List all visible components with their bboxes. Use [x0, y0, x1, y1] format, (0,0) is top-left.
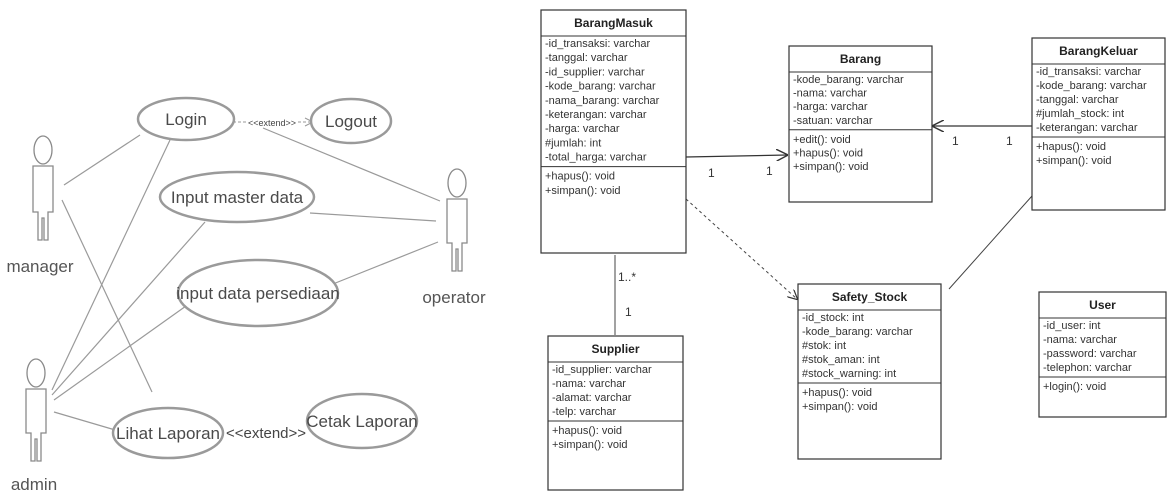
class-barangmasuk-attribute: -keterangan: varchar: [545, 109, 647, 121]
class-safetystock-box: [797, 283, 942, 460]
class-barangmasuk-attribute: -total_harga: varchar: [545, 152, 647, 164]
class-barangmasuk-attribute: -tanggal: varchar: [545, 52, 628, 64]
class-diagram: 1 1 1 1 1..* 1 BarangMasuk -id_transaksi:…: [540, 9, 1167, 491]
use-case-login: Login: [136, 96, 236, 142]
class-barang-method: +edit(): void: [793, 134, 851, 146]
actor-admin: admin: [11, 358, 57, 494]
class-supplier-name: Supplier: [591, 342, 639, 356]
actor-operator-icon: [446, 168, 468, 272]
use-case-logout: Logout: [309, 97, 393, 145]
class-safetystock-method: +hapus(): void: [802, 387, 872, 399]
extend-logout-arrow: <<extend>>: [233, 117, 315, 130]
class-supplier-attribute: -nama: varchar: [552, 378, 626, 390]
class-barangmasuk-attribute: -kode_barang: varchar: [545, 81, 656, 93]
use-case-input-data-persediaan: input data persediaan: [176, 258, 340, 328]
class-barangkeluar-method: +simpan(): void: [1036, 155, 1112, 167]
extend-label-small: <<extend>>: [248, 118, 296, 128]
class-safetystock: Safety_Stock -id_stock: int -kode_barang: …: [797, 283, 942, 460]
class-barangkeluar-method: +hapus(): void: [1036, 141, 1106, 153]
class-barangkeluar-attribute: #jumlah_stock: int: [1036, 108, 1124, 120]
class-barangmasuk-method: +simpan(): void: [545, 185, 621, 197]
class-barangmasuk-box: [540, 9, 687, 254]
class-barangmasuk-name: BarangMasuk: [574, 16, 653, 30]
use-case-input-data-persediaan-label: input data persediaan: [176, 284, 340, 303]
multiplicity-bm-supplier-top: 1..*: [618, 270, 636, 284]
class-barangmasuk-method: +hapus(): void: [545, 171, 615, 183]
multiplicity-bm-supplier-bottom: 1: [625, 305, 632, 319]
class-barang-attribute: -kode_barang: varchar: [793, 74, 904, 86]
class-barangkeluar-attribute: -tanggal: varchar: [1036, 94, 1119, 106]
class-boxes: BarangMasuk -id_transaksi: varchar -tangga…: [540, 9, 1167, 491]
class-barangmasuk-attribute: -nama_barang: varchar: [545, 95, 660, 107]
actor-admin-label: admin: [11, 475, 57, 494]
class-supplier-method: +hapus(): void: [552, 425, 622, 437]
use-case-login-label: Login: [165, 110, 207, 129]
class-supplier-attribute: -telp: varchar: [552, 406, 617, 418]
class-barangmasuk: BarangMasuk -id_transaksi: varchar -tangga…: [540, 9, 687, 254]
class-safetystock-attribute: #stock_warning: int: [802, 368, 896, 380]
class-safetystock-name: Safety_Stock: [832, 290, 908, 304]
class-barangkeluar-attribute: -kode_barang: varchar: [1036, 80, 1147, 92]
extend-cetak-arrow: <<extend>>: [221, 423, 308, 444]
class-barangkeluar-name: BarangKeluar: [1059, 44, 1138, 58]
extend-label-large: <<extend>>: [226, 425, 306, 442]
use-case-input-master-data: Input master data: [158, 170, 316, 224]
use-case-logout-label: Logout: [325, 112, 377, 131]
class-barangkeluar-box: [1031, 37, 1166, 211]
class-supplier-attribute: -alamat: varchar: [552, 392, 632, 404]
class-barang-method: +hapus(): void: [793, 147, 863, 159]
multiplicity-bm-barang-left: 1: [708, 166, 715, 180]
actor-manager: manager: [6, 135, 74, 276]
class-safetystock-attribute: -id_stock: int: [802, 312, 864, 324]
class-safetystock-attribute: #stok: int: [802, 340, 846, 352]
class-barangkeluar-attribute: -id_transaksi: varchar: [1036, 66, 1141, 78]
barangkeluar-safetystock-association: [948, 195, 1033, 290]
class-barangkeluar-attribute: -keterangan: varchar: [1036, 122, 1138, 134]
class-barang-name: Barang: [840, 52, 881, 66]
class-barangmasuk-attribute: #jumlah: int: [545, 137, 601, 149]
class-user-box: [1038, 291, 1167, 418]
class-supplier-method: +simpan(): void: [552, 439, 628, 451]
barangmasuk-safetystock-dependency: [685, 198, 797, 299]
class-safetystock-attribute: #stok_aman: int: [802, 354, 880, 366]
class-user-method: +login(): void: [1043, 381, 1106, 393]
class-supplier-attribute: -id_supplier: varchar: [552, 364, 652, 376]
barangmasuk-barang-association: [685, 155, 787, 157]
actor-operator-label: operator: [422, 288, 486, 307]
use-case-lihat-laporan-label: Lihat Laporan: [116, 424, 220, 443]
multiplicity-bk-barang-right: 1: [1006, 134, 1013, 148]
class-supplier: Supplier -id_supplier: varchar -nama: varc…: [547, 335, 684, 491]
multiplicity-bk-barang-left: 1: [952, 134, 959, 148]
class-barang: Barang -kode_barang: varchar -nama: varcha…: [788, 45, 933, 203]
class-barang-attribute: -nama: varchar: [793, 88, 867, 100]
class-barang-attribute: -harga: varchar: [793, 101, 868, 113]
class-barang-method: +simpan(): void: [793, 161, 869, 173]
class-user-attribute: -password: varchar: [1043, 348, 1137, 360]
class-barangmasuk-attribute: -id_supplier: varchar: [545, 66, 645, 78]
multiplicity-bm-barang-right: 1: [766, 164, 773, 178]
class-safetystock-attribute: -kode_barang: varchar: [802, 326, 913, 338]
class-safetystock-method: +simpan(): void: [802, 401, 878, 413]
class-barangkeluar: BarangKeluar -id_transaksi: varchar -kode_…: [1031, 37, 1166, 211]
class-user-name: User: [1089, 298, 1116, 312]
use-case-input-master-data-label: Input master data: [171, 188, 304, 207]
class-user: User -id_user: int -nama: varchar -password…: [1038, 291, 1167, 418]
actor-manager-label: manager: [6, 257, 73, 276]
use-case-cetak-laporan: Cetak Laporan: [305, 392, 419, 450]
actor-manager-icon: [32, 135, 54, 241]
use-case-diagram: <<extend>> <<extend>> manager admin: [6, 96, 486, 494]
use-case-lihat-laporan: Lihat Laporan: [111, 406, 225, 460]
use-case-cetak-laporan-label: Cetak Laporan: [306, 412, 418, 431]
class-relationships: 1 1 1 1 1..* 1: [614, 126, 1033, 335]
class-user-attribute: -id_user: int: [1043, 320, 1100, 332]
actor-admin-icon: [25, 358, 47, 462]
class-user-attribute: -telephon: varchar: [1043, 362, 1132, 374]
class-barangmasuk-attribute: -harga: varchar: [545, 123, 620, 135]
use-case-associations: [51, 127, 441, 433]
actor-operator: operator: [422, 168, 486, 307]
class-user-attribute: -nama: varchar: [1043, 334, 1117, 346]
class-barang-attribute: -satuan: varchar: [793, 115, 873, 127]
class-barangmasuk-attribute: -id_transaksi: varchar: [545, 38, 650, 50]
